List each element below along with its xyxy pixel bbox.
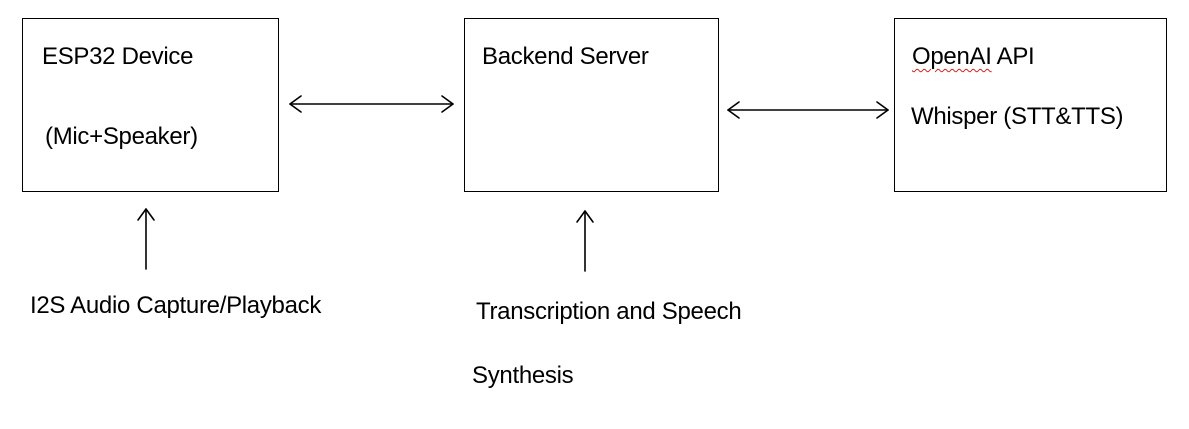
esp32-device-box (22, 18, 279, 192)
backend-openai-bidirectional-arrow (727, 101, 889, 119)
esp32-backend-bidirectional-arrow (289, 95, 454, 113)
transcription-to-backend-up-arrow (576, 210, 594, 272)
transcription-label-line2: Synthesis (472, 362, 574, 389)
esp32-device-title: ESP32 Device (42, 43, 194, 70)
esp32-device-subtitle: (Mic+Speaker) (45, 123, 198, 150)
openai-api-title: OpenAI API (912, 42, 1035, 72)
transcription-label-line1: Transcription and Speech (476, 298, 742, 325)
openai-api-box (894, 18, 1167, 192)
backend-server-title: Backend Server (482, 43, 649, 70)
openai-api-suffix: API (991, 43, 1035, 70)
i2s-to-esp32-up-arrow (137, 208, 155, 270)
i2s-audio-label: I2S Audio Capture/Playback (30, 292, 322, 319)
backend-server-box (464, 18, 719, 192)
openai-name-spellcheck: OpenAI (912, 43, 992, 70)
openai-api-subtitle: Whisper (STT&TTS) (911, 103, 1124, 130)
